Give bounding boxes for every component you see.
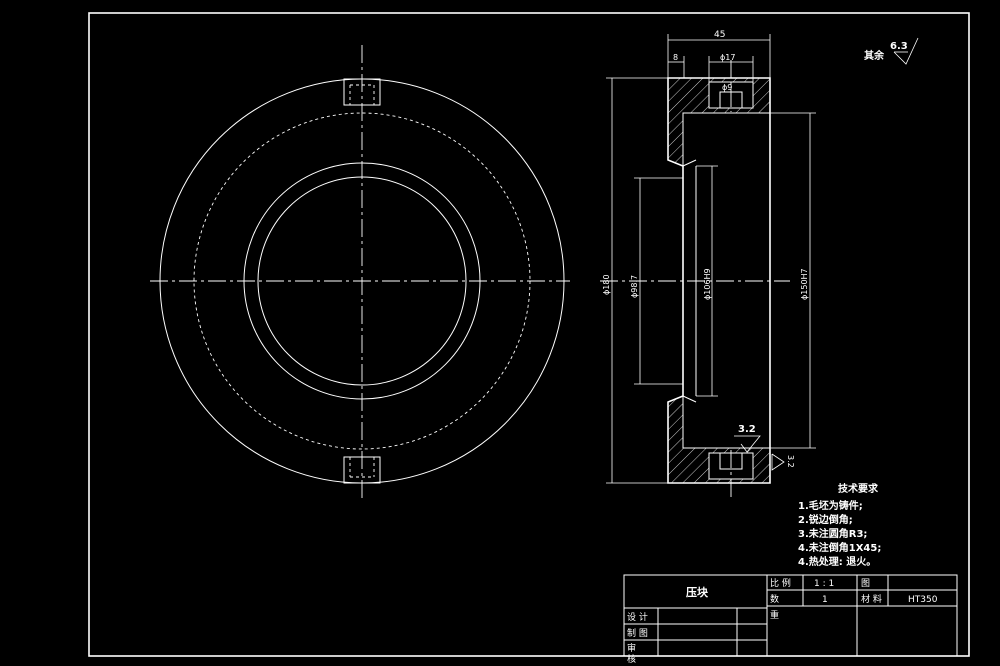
part-name: 压块 <box>686 585 709 599</box>
dim-phi180: ϕ180 <box>602 274 611 295</box>
svg-text:数: 数 <box>770 593 779 605</box>
hidden-circle <box>193 112 531 450</box>
dim-phi9: ϕ9 <box>722 83 732 92</box>
svg-text:制 图: 制 图 <box>627 627 648 639</box>
ring-circle-outer <box>243 162 481 400</box>
dim-phi98: ϕ98.7 <box>630 275 639 298</box>
svg-text:1 : 1: 1 : 1 <box>814 579 834 589</box>
svg-text:6.3: 6.3 <box>890 41 908 52</box>
dim-phi150: ϕ150H7 <box>800 268 809 300</box>
roughness-side: 3.2 <box>771 453 795 471</box>
svg-text:比 例: 比 例 <box>770 577 791 589</box>
front-view <box>150 45 570 500</box>
svg-text:其余: 其余 <box>864 49 885 62</box>
svg-text:4.热处理: 退火。: 4.热处理: 退火。 <box>798 555 876 568</box>
dim-phi106: ϕ106H9 <box>703 268 712 300</box>
svg-text:4.未注倒角1X45;: 4.未注倒角1X45; <box>798 541 881 554</box>
title-block: 压块 比 例 1 : 1 数 1 重 图 材 料 HT350 设 计 制 图 审… <box>623 574 958 665</box>
dim-8: 8 <box>673 53 678 62</box>
svg-text:技术要求: 技术要求 <box>838 482 879 495</box>
svg-text:核: 核 <box>627 653 636 665</box>
svg-text:1.毛坯为铸件;: 1.毛坯为铸件; <box>798 499 863 512</box>
bottom-notch <box>343 456 381 484</box>
drawing-frame <box>88 12 970 657</box>
roughness-other: 其余 6.3 <box>864 37 919 65</box>
bore-circle <box>257 176 467 386</box>
svg-text:设 计: 设 计 <box>627 611 648 623</box>
svg-text:2.锐边倒角;: 2.锐边倒角; <box>798 513 853 526</box>
dim-phi17: ϕ17 <box>720 53 735 62</box>
svg-text:审: 审 <box>627 642 636 654</box>
tech-requirements: 技术要求 1.毛坯为铸件; 2.锐边倒角; 3.未注圆角R3; 4.未注倒角1X… <box>798 482 881 568</box>
roughness-face: 3.2 <box>734 424 761 453</box>
dim-width-45: 45 <box>714 30 725 40</box>
svg-text:1: 1 <box>822 595 828 605</box>
top-notch <box>343 78 381 106</box>
material-value: HT350 <box>908 595 938 605</box>
svg-text:重: 重 <box>770 609 779 621</box>
svg-text:3.2: 3.2 <box>738 424 756 435</box>
svg-text:图: 图 <box>861 578 870 589</box>
section-view: 45 8 ϕ17 ϕ9 ϕ180 ϕ98.7 ϕ106H9 ϕ150H7 3.2… <box>600 30 816 498</box>
svg-text:3.未注圆角R3;: 3.未注圆角R3; <box>798 527 867 540</box>
svg-text:材 料: 材 料 <box>861 593 882 605</box>
svg-text:3.2: 3.2 <box>786 455 795 468</box>
